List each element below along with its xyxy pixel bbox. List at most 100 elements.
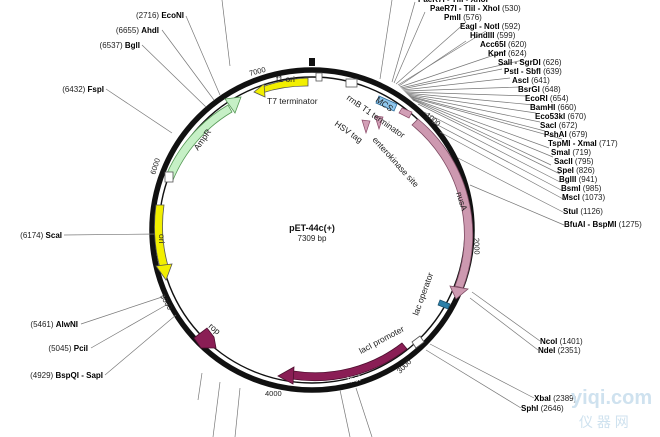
site-name[interactable]: BfuAI - BspMI (564, 220, 616, 229)
svg-text:BsrGI (648): BsrGI (648) (518, 85, 561, 94)
site-name[interactable]: PmlI (444, 13, 461, 22)
svg-text:Acc65I (620): Acc65I (620) (480, 40, 527, 49)
t7-terminator-box[interactable] (315, 72, 323, 82)
plasmid-name: pET-44c(+) (289, 223, 335, 233)
site-name[interactable]: EcoNI (161, 11, 184, 20)
site-pos: (1126) (580, 207, 603, 216)
site-name[interactable]: PstI - SbfI (504, 67, 541, 76)
svg-text:AscI (641): AscI (641) (512, 76, 550, 85)
hsv-tag-arrow[interactable] (398, 107, 413, 119)
f1-ori-arrow[interactable] (261, 77, 309, 94)
svg-text:EagI - NotI (592): EagI - NotI (592) (460, 22, 521, 31)
site-pos: (2351) (558, 346, 581, 355)
site-name[interactable]: BglI (125, 41, 140, 50)
site-pos: (660) (558, 103, 577, 112)
site-pos: (624) (508, 49, 527, 58)
nusa-arrowhead (449, 285, 469, 300)
svg-text:XbaI (2389): XbaI (2389) (534, 394, 577, 403)
site-pos: (626) (543, 58, 562, 67)
ampr-arrow[interactable] (164, 104, 233, 181)
site-name[interactable]: SpeI (557, 166, 574, 175)
site-pos: (648) (542, 85, 561, 94)
lac-operator-box[interactable] (437, 299, 451, 310)
svg-text:PmlI (576): PmlI (576) (444, 13, 482, 22)
site-pos: (985) (583, 184, 602, 193)
svg-text:PaeR7I - TliI - XhoI (530): PaeR7I - TliI - XhoI (530) (430, 4, 521, 13)
site-pos: (639) (543, 67, 562, 76)
svg-text:PaeR7I - TliI - XhoI: PaeR7I - TliI - XhoI (418, 0, 488, 4)
lac-operator-label: lac operator (410, 271, 435, 317)
site-name[interactable]: NcoI (540, 337, 557, 346)
svg-text:BsmI (985): BsmI (985) (561, 184, 602, 193)
enterokinase-label: enterokinase site (371, 135, 422, 190)
site-name[interactable]: AhdI (141, 26, 159, 35)
ori-label: ori (157, 234, 167, 244)
svg-text:(6432) FspI: (6432) FspI (62, 85, 104, 94)
site-pos: (717) (599, 139, 618, 148)
site-name[interactable]: BsmI (561, 184, 581, 193)
svg-text:EcoRI (654): EcoRI (654) (525, 94, 569, 103)
site-pos: (5461) (30, 320, 53, 329)
leader-lines (63, 0, 566, 437)
svg-text:PshAI (679): PshAI (679) (544, 130, 588, 139)
site-name[interactable]: SacII (554, 157, 573, 166)
ampr-arrowhead (224, 96, 242, 114)
site-name[interactable]: XbaI (534, 394, 551, 403)
site-name[interactable]: NdeI (538, 346, 555, 355)
site-name[interactable]: HindIII (470, 31, 494, 40)
site-name[interactable]: FspI (88, 85, 104, 94)
site-pos: (576) (463, 13, 482, 22)
f1-ori-arrowhead (253, 83, 266, 98)
site-pos: (6432) (62, 85, 85, 94)
site-name[interactable]: EagI - NotI (460, 22, 500, 31)
site-pos: (6174) (20, 231, 43, 240)
site-pos: (795) (575, 157, 594, 166)
tick-2000: 2000 (472, 238, 482, 255)
svg-text:SacII (795): SacII (795) (554, 157, 594, 166)
site-name[interactable]: PshAI (544, 130, 567, 139)
mcs-box[interactable] (375, 95, 398, 112)
site-name[interactable]: Acc65I (480, 40, 506, 49)
site-name[interactable]: MscI (562, 193, 580, 202)
svg-text:BfuAI - BspMI (1275): BfuAI - BspMI (1275) (564, 220, 642, 229)
site-name[interactable]: PciI (74, 344, 88, 353)
site-name[interactable]: EcoRI (525, 94, 548, 103)
site-name[interactable]: SphI (521, 404, 538, 413)
site-name[interactable]: BspQI - SapI (55, 371, 103, 380)
site-name[interactable]: SacI (540, 121, 556, 130)
site-pos: (4929) (30, 371, 53, 380)
site-name[interactable]: BsrGI (518, 85, 540, 94)
site-name[interactable]: PaeR7I - TliI - XhoI (430, 4, 500, 13)
site-name[interactable]: SalI - SgrDI (498, 58, 541, 67)
site-pos: (620) (508, 40, 527, 49)
svg-text:MscI (1073): MscI (1073) (562, 193, 605, 202)
svg-text:(6537) BglI: (6537) BglI (100, 41, 140, 50)
rrnb-terminator-box[interactable] (345, 78, 358, 88)
site-name[interactable]: KpnI (488, 49, 506, 58)
watermark-text: yiqi.com (571, 387, 652, 409)
site-pos: (530) (502, 4, 521, 13)
site-name[interactable]: BamHI (530, 103, 555, 112)
site-labels-right: PaeR7I - TliI - XhoI PaeR7I - TliI - Xho… (418, 0, 642, 413)
watermark: yiqi.com 仪 器 网 (571, 387, 652, 430)
laci-promoter-box[interactable] (411, 335, 425, 349)
site-name[interactable]: AscI (512, 76, 529, 85)
nusa-arrow[interactable] (411, 118, 474, 289)
site-name[interactable]: SmaI (551, 148, 570, 157)
site-pos: (2389) (553, 394, 576, 403)
site-name[interactable]: AlwNI (56, 320, 78, 329)
site-name[interactable]: PaeR7I - TliI - XhoI (418, 0, 488, 4)
site-name[interactable]: Eco53kI (535, 112, 565, 121)
site-name[interactable]: TspMI - XmaI (548, 139, 597, 148)
svg-text:StuI (1126): StuI (1126) (563, 207, 603, 216)
svg-text:(5045) PciI: (5045) PciI (48, 344, 88, 353)
site-pos: (592) (502, 22, 521, 31)
site-pos: (670) (567, 112, 586, 121)
site-name[interactable]: StuI (563, 207, 578, 216)
rop-arrow[interactable] (193, 327, 217, 349)
svg-text:PstI - SbfI (639): PstI - SbfI (639) (504, 67, 562, 76)
site-pos: (599) (497, 31, 516, 40)
site-name[interactable]: ScaI (46, 231, 62, 240)
hsv-tag-label: HSV tag (333, 118, 365, 145)
site-name[interactable]: BglII (559, 175, 576, 184)
